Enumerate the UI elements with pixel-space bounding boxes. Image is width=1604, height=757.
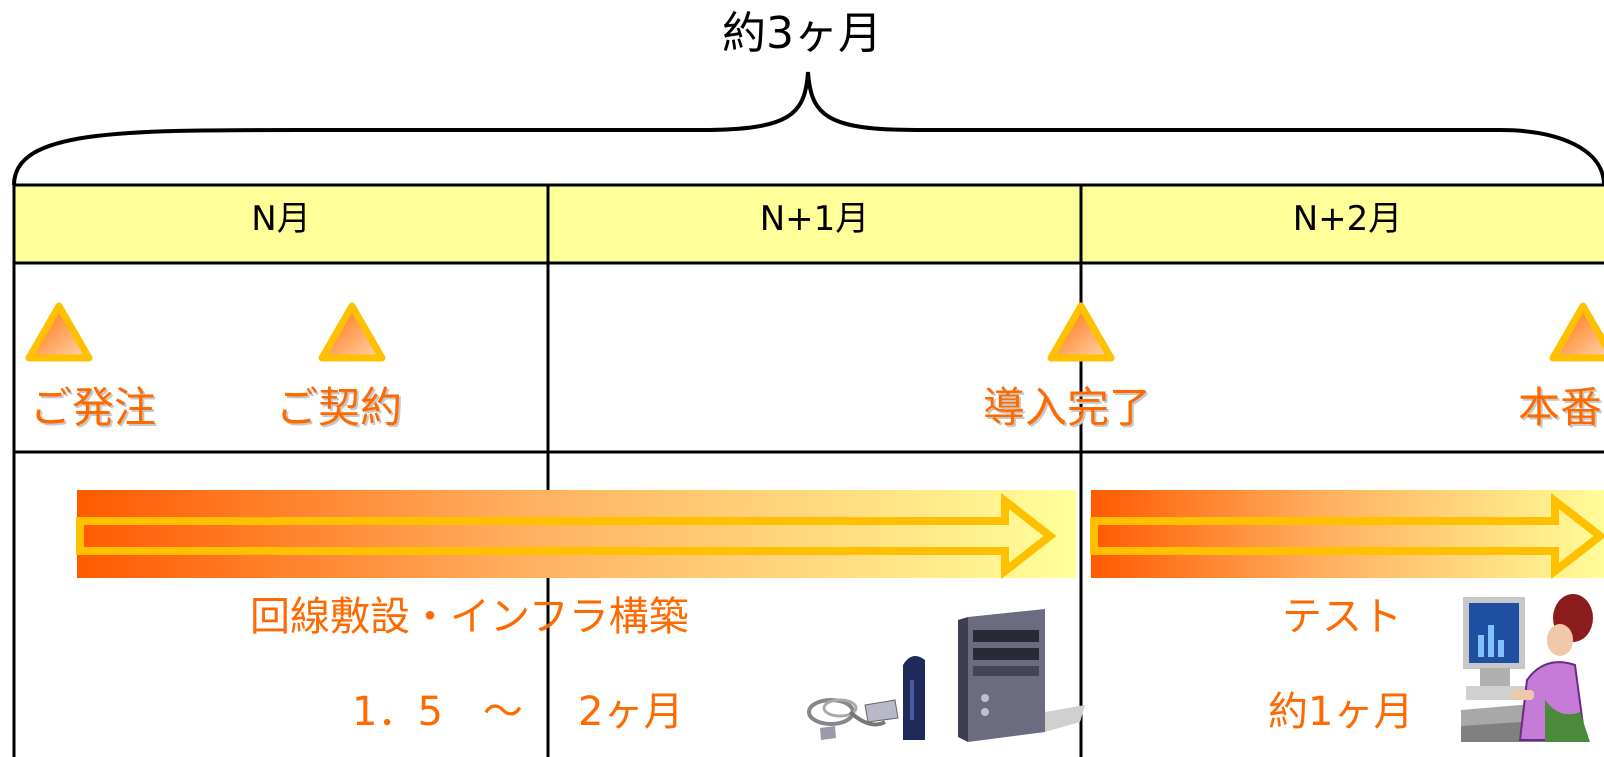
milestone-order-label: ご発注	[30, 383, 157, 432]
timeline-table	[12, 183, 1604, 757]
total-duration-label: 約3ヶ月	[722, 8, 882, 59]
milestone-triangle-icon	[1047, 302, 1115, 362]
month-header-n2: N+2月	[1292, 199, 1403, 239]
milestone-production-label: 本番	[1518, 383, 1603, 432]
test-phase-label: テスト	[1282, 594, 1402, 640]
milestone-contract-label: ご契約	[276, 383, 403, 432]
duration-brace	[12, 71, 1604, 186]
build-phase-duration-end: 2ヶ月	[578, 689, 684, 735]
milestone-install-done-label: 導入完了	[983, 383, 1152, 432]
header-row-fill	[14, 185, 1604, 263]
test-phase-duration: 約1ヶ月	[1268, 689, 1414, 735]
month-header-n: N月	[251, 199, 311, 239]
milestone-triangle-icon	[25, 302, 93, 362]
milestone-triangle-icon	[318, 302, 386, 362]
computer-equipment-icon	[807, 609, 1085, 742]
milestone-triangle-icon	[1549, 302, 1604, 362]
person-at-computer-icon	[1461, 594, 1593, 742]
build-phase-duration-start: 1．5 ～	[352, 689, 523, 735]
month-header-n1: N+1月	[759, 199, 870, 239]
test-phase-arrow	[1090, 490, 1604, 580]
build-phase-label: 回線敷設・インフラ構築	[250, 594, 689, 640]
build-phase-arrow	[76, 490, 1076, 580]
